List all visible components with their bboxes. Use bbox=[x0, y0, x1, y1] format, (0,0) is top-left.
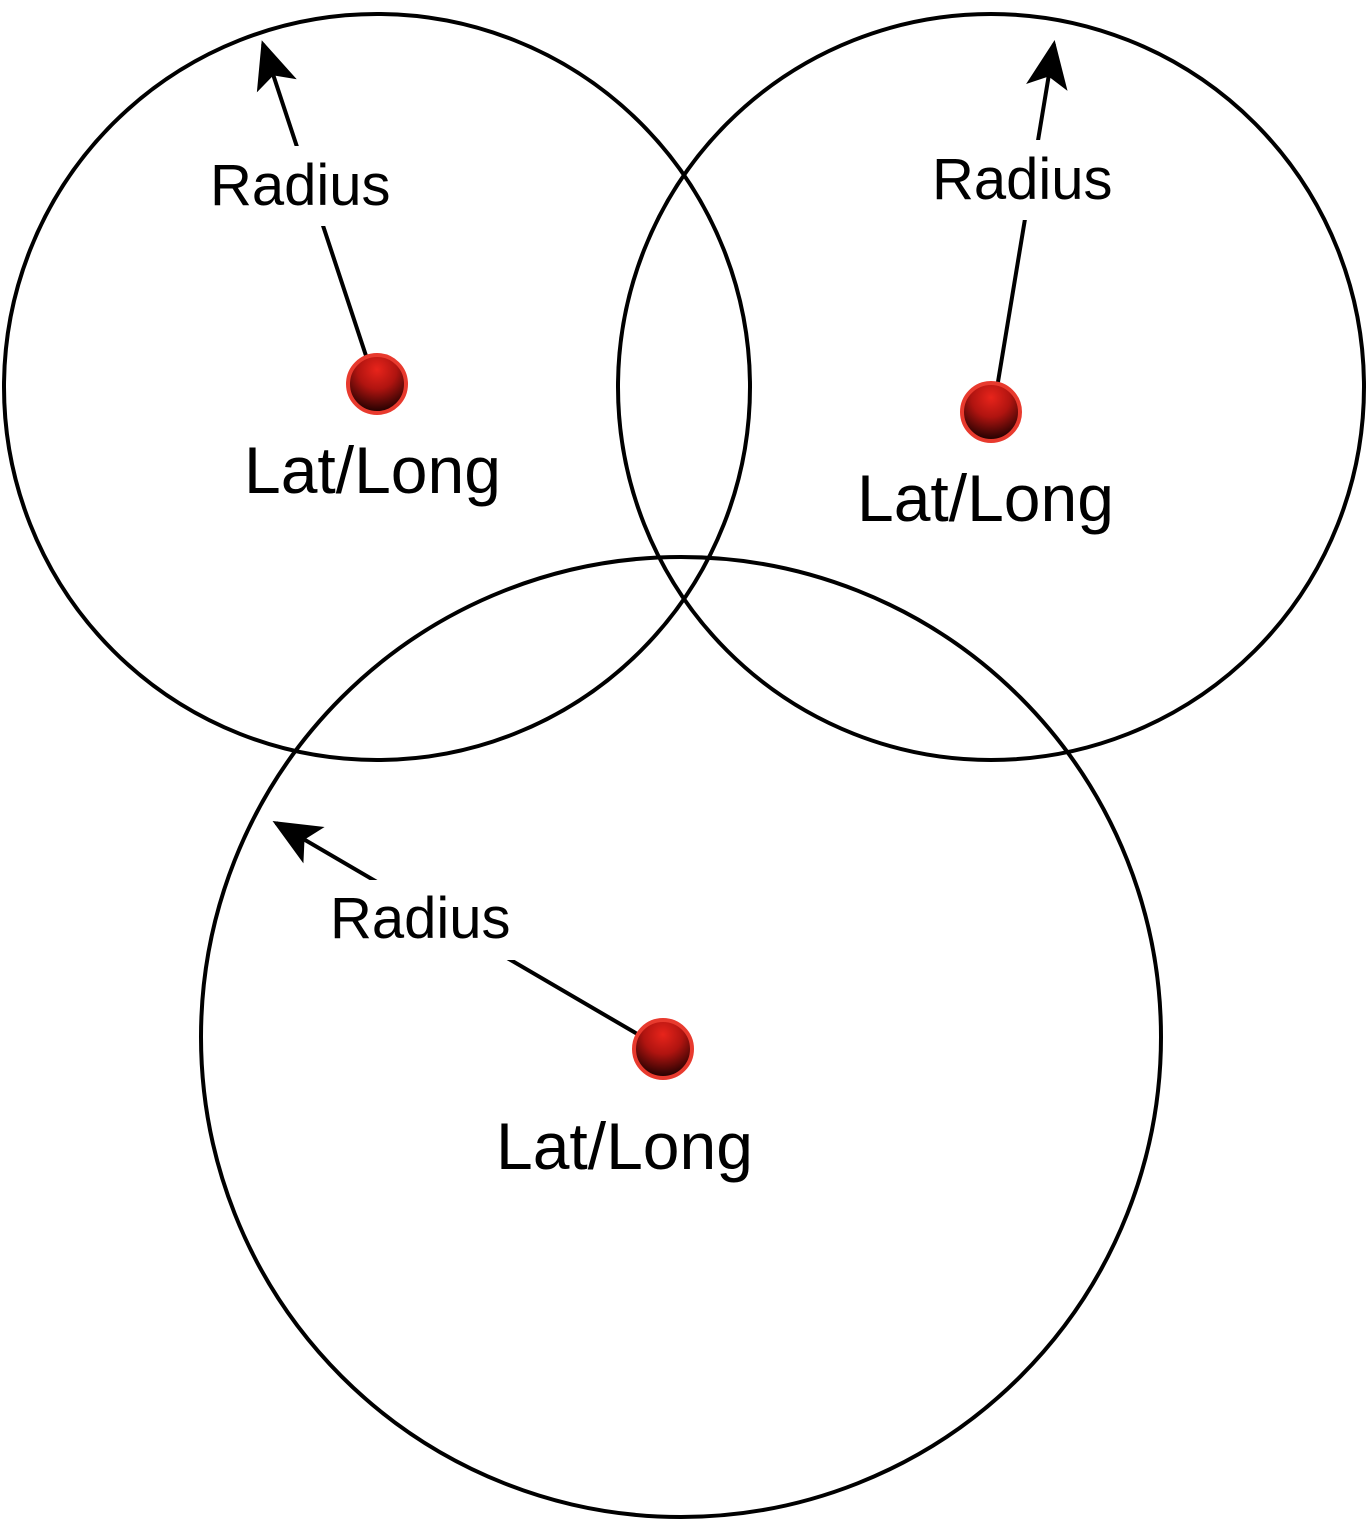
radius-arrow-group-1: Radius bbox=[205, 40, 415, 384]
radius-label-background-2 bbox=[928, 140, 1133, 220]
radius-arrow-group-3: Radius bbox=[272, 820, 665, 1051]
circle-group-2 bbox=[616, 12, 1366, 762]
center-label-2: Lat/Long bbox=[857, 461, 1114, 535]
center-label-3: Lat/Long bbox=[496, 1109, 753, 1183]
center-point-1 bbox=[346, 353, 408, 415]
center-label-1: Lat/Long bbox=[244, 433, 501, 507]
radius-arrow-group-2: Radius bbox=[928, 40, 1133, 413]
radius-label-3: Radius bbox=[330, 886, 511, 951]
center-point-2 bbox=[960, 381, 1022, 443]
coverage-circle-2 bbox=[616, 12, 1366, 762]
center-point-3 bbox=[632, 1018, 694, 1080]
radius-label-background-3 bbox=[325, 880, 535, 960]
radius-arrow-2 bbox=[991, 40, 1068, 413]
circle-group-1 bbox=[2, 12, 752, 762]
coverage-circle-3 bbox=[199, 555, 1163, 1519]
radius-label-1: Radius bbox=[210, 153, 391, 218]
radius-label-2: Radius bbox=[932, 147, 1113, 212]
coverage-circle-1 bbox=[2, 12, 752, 762]
radius-label-background-1 bbox=[205, 146, 415, 226]
circle-group-3 bbox=[199, 555, 1163, 1519]
